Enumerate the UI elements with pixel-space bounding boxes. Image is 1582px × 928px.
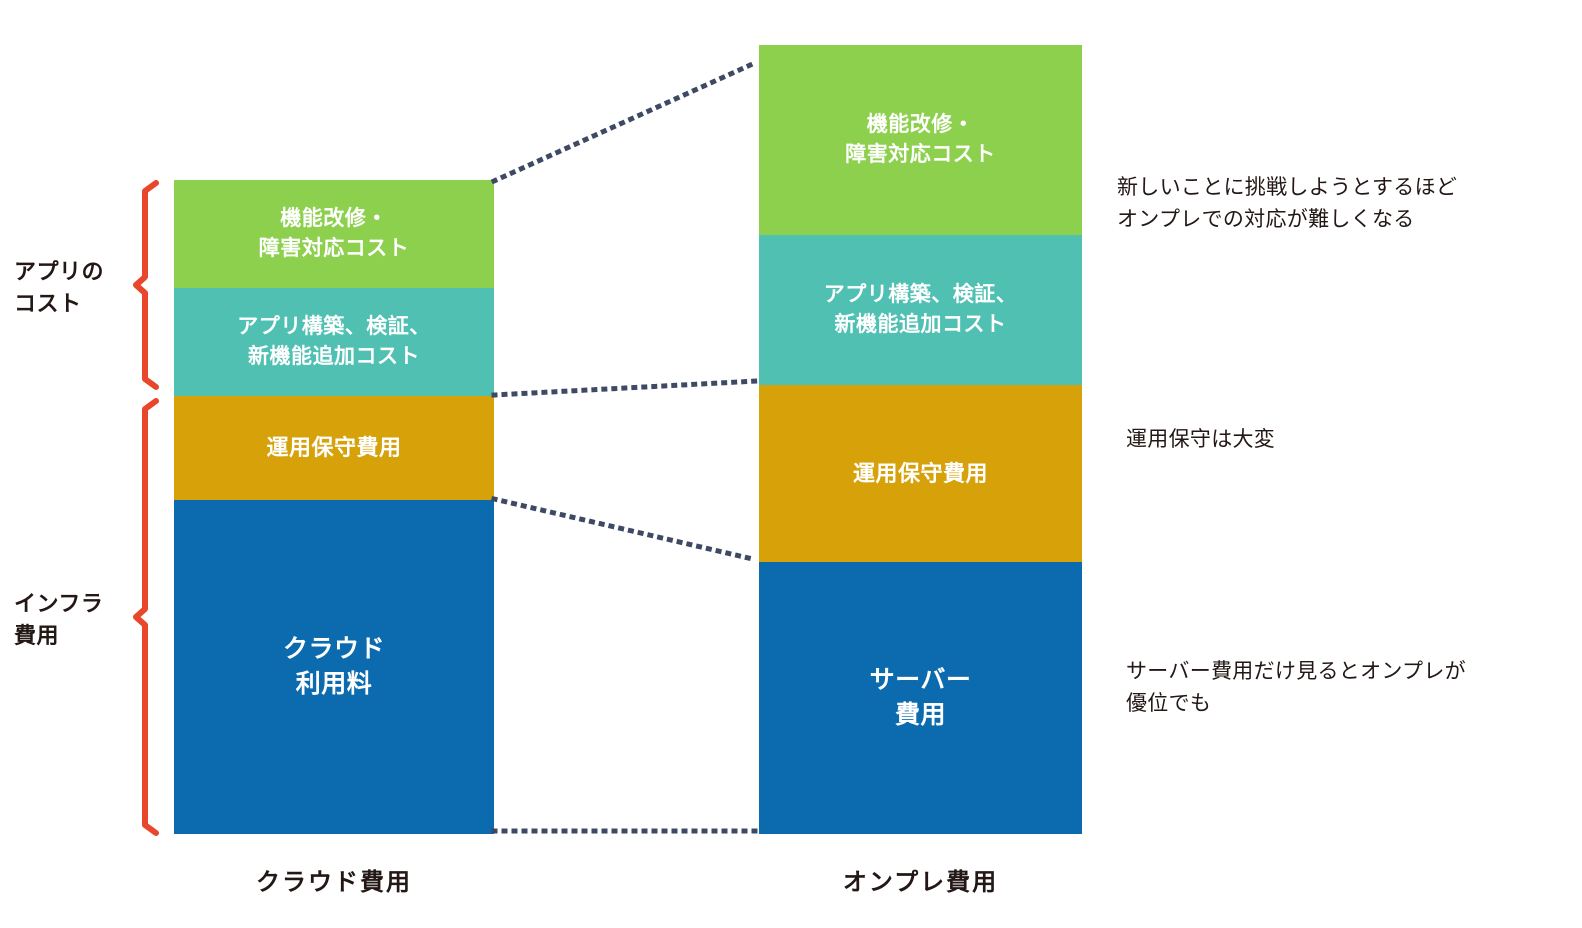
onprem-segment-app-build[interactable]: アプリ構築、検証、 新機能追加コスト xyxy=(759,235,1082,385)
cloud-segment-app-build[interactable]: アプリ構築、検証、 新機能追加コスト xyxy=(174,288,494,396)
cloud-segment-ops-maint[interactable]: 運用保守費用 xyxy=(174,396,494,500)
axis-label-cloud: クラウド費用 xyxy=(256,869,412,896)
connector-line-upper-mid xyxy=(491,378,760,398)
annotation-ops-note: 運用保守は大変 xyxy=(1126,428,1276,451)
bracket-label-app-cost: アプリの コスト xyxy=(14,259,105,316)
cloud-segment-infra[interactable]: クラウド 利用料 xyxy=(174,500,494,834)
annotation-challenge-note: 新しいことに挑戦しようとするほど オンプレでの対応が難しくなる xyxy=(1117,176,1458,231)
onprem-segment-ops-maint[interactable]: 運用保守費用 xyxy=(759,385,1082,562)
bracket-label-infra-cost: インフラ 費用 xyxy=(14,591,104,648)
cloud-segment-feature-fix[interactable]: 機能改修・ 障害対応コスト xyxy=(174,180,494,288)
onprem-segment-infra[interactable]: サーバー 費用 xyxy=(759,562,1082,834)
bracket-infra-cost xyxy=(133,398,159,836)
connector-lines xyxy=(490,58,761,834)
connector-line-lower-mid xyxy=(490,495,761,564)
connector-line-top xyxy=(490,58,761,185)
annotation-server-note: サーバー費用だけ見るとオンプレが 優位でも xyxy=(1126,660,1466,715)
category-brackets xyxy=(133,180,159,836)
axis-label-onprem: オンプレ費用 xyxy=(842,869,999,896)
bracket-app-cost xyxy=(133,180,159,390)
onprem-segment-feature-fix[interactable]: 機能改修・ 障害対応コスト xyxy=(759,45,1082,235)
